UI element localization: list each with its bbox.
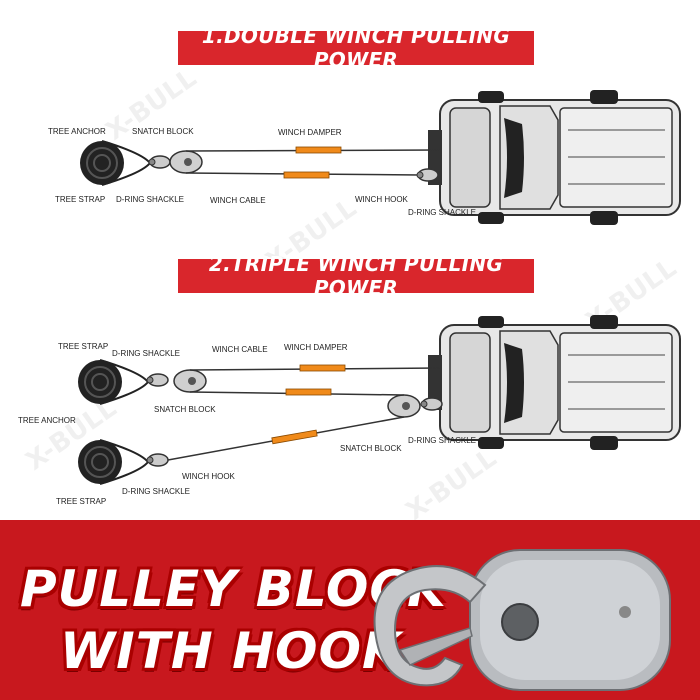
label-d-ring-shackle-2-top: D-RING SHACKLE [112,349,181,358]
label-tree-strap-2-bottom: TREE STRAP [56,497,107,506]
product-title-line2: WITH HOOK [60,622,402,680]
pulley-hook-image [373,549,671,691]
label-d-ring-shackle-2-bottom: D-RING SHACKLE [122,487,191,496]
label-winch-cable-2: WINCH CABLE [212,345,268,354]
label-d-ring-shackle-1b: D-RING SHACKLE [408,208,477,217]
label-d-ring-shackle-2-right: D-RING SHACKLE [408,436,477,445]
label-winch-cable-1: WINCH CABLE [210,196,266,205]
label-winch-damper-2: WINCH DAMPER [284,343,348,352]
label-snatch-block-2-left: SNATCH BLOCK [154,405,216,414]
winch-diagrams [77,89,681,485]
label-d-ring-shackle-1: D-RING SHACKLE [116,195,185,204]
label-tree-anchor-1: TREE ANCHOR [48,127,106,136]
label-winch-damper-1: WINCH DAMPER [278,128,342,137]
label-tree-anchor-2: TREE ANCHOR [18,416,76,425]
label-winch-hook-2: WINCH HOOK [182,472,235,481]
label-snatch-block-2-right: SNATCH BLOCK [340,444,402,453]
label-snatch-block-1: SNATCH BLOCK [132,127,194,136]
label-winch-hook-1: WINCH HOOK [355,195,408,204]
label-tree-strap-2-top: TREE STRAP [58,342,109,351]
label-tree-strap-1: TREE STRAP [55,195,106,204]
